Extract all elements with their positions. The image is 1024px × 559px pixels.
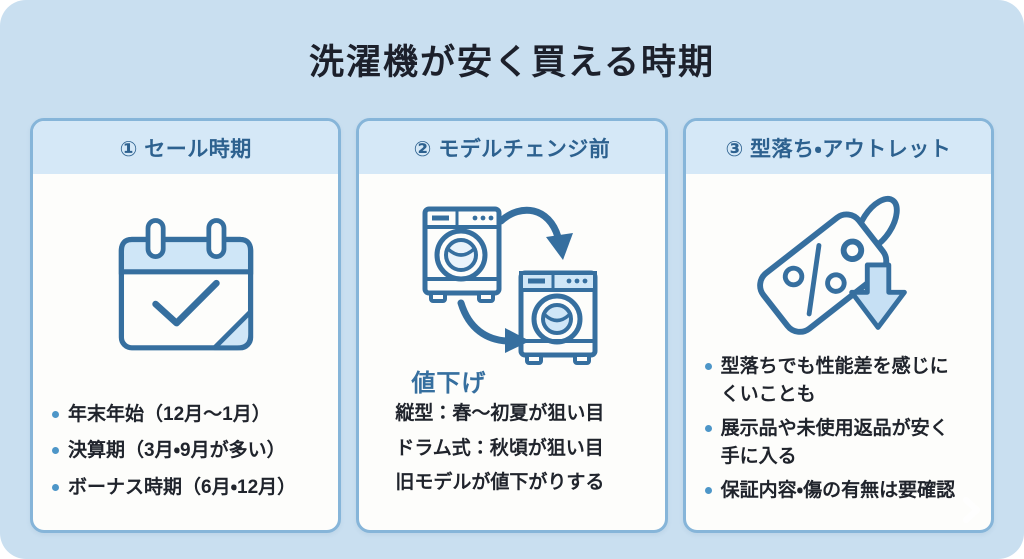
- card-model-change: ② モデルチェンジ前: [356, 118, 668, 533]
- washing-machine-model-change-icon: [422, 206, 598, 365]
- cards-row: ① セール時期 年末年始（12月〜1月） 決算期（3月・9月が多い） ボーナス時…: [30, 118, 994, 533]
- bullet-text: 保証内容・傷の有無は要確認: [720, 479, 956, 501]
- list-item: 型落ちでも性能差を感じにくいことも: [704, 353, 965, 410]
- list-item: 年末年始（12月〜1月）: [51, 401, 326, 430]
- bullet-dot: [704, 486, 712, 494]
- timing-line: 縦型：春〜初夏が狙い目: [395, 402, 605, 424]
- price-drop-label: 値下げ: [411, 369, 487, 397]
- corner-chevron-icon: [963, 497, 980, 523]
- bullet-text: 年末年始（12月〜1月）: [68, 403, 271, 425]
- list-item: ボーナス時期（6月・12月）: [51, 474, 326, 503]
- card-model-change-body: 縦型：春〜初夏が狙い目 ドラム式：秋頃が狙い目 旧モデルが値下がりする: [359, 402, 664, 530]
- timing-line: 旧モデルが値下がりする: [395, 472, 605, 494]
- bullet-dot: [52, 410, 59, 418]
- card-sale-period-header: ① セール時期: [33, 121, 339, 174]
- bullet-dot: [704, 362, 712, 370]
- bullet-dot: [704, 424, 712, 432]
- list-item: 決算期（3月・9月が多い）: [51, 437, 326, 466]
- card-outlet: ③ 型落ち・アウトレット: [682, 118, 994, 533]
- card-sale-period-icon-zone: [33, 174, 338, 401]
- bullet-text: 型落ちでも性能差を感じにくいことも: [720, 355, 949, 406]
- calendar-check-icon: [118, 218, 253, 351]
- bullet-dot: [52, 483, 59, 491]
- sale-period-bullet-list: 年末年始（12月〜1月） 決算期（3月・9月が多い） ボーナス時期（6月・12月…: [51, 401, 326, 503]
- bullet-text: 展示品や未使用返品が安く手に入る: [720, 417, 949, 468]
- list-item: 展示品や未使用返品が安く手に入る: [704, 415, 965, 472]
- card-sale-period: ① セール時期 年末年始（12月〜1月） 決算期（3月・9月が多い） ボーナス時…: [30, 118, 342, 533]
- card-outlet-body: 型落ちでも性能差を感じにくいことも 展示品や未使用返品が安く手に入る 保証内容・…: [686, 353, 991, 531]
- outlet-bullet-list: 型落ちでも性能差を感じにくいことも 展示品や未使用返品が安く手に入る 保証内容・…: [704, 353, 965, 506]
- page-title: 洗濯機が安く買える時期: [309, 43, 715, 82]
- card-model-change-icon-zone: 値下げ: [359, 174, 664, 402]
- timing-line: ドラム式：秋頃が狙い目: [395, 437, 604, 459]
- bullet-dot: [52, 447, 59, 454]
- bullet-text: 決算期（3月・9月が多い）: [68, 440, 286, 461]
- card-model-change-header: ② モデルチェンジ前: [359, 121, 665, 174]
- card-outlet-icon-zone: [686, 174, 991, 353]
- list-item: 保証内容・傷の有無は要確認: [704, 477, 965, 506]
- card-outlet-header: ③ 型落ち・アウトレット: [685, 121, 991, 174]
- card-sale-period-body: 年末年始（12月〜1月） 決算期（3月・9月が多い） ボーナス時期（6月・12月…: [33, 401, 338, 531]
- bullet-text: ボーナス時期（6月・12月）: [68, 476, 297, 498]
- discount-tag-down-arrow-icon: [757, 196, 908, 336]
